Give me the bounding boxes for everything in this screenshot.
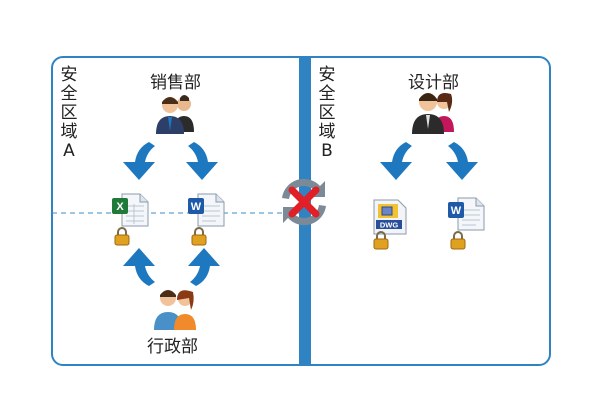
excel-file-icon: X [112, 193, 149, 227]
zone-divider [299, 56, 311, 366]
lock-icon [114, 227, 130, 246]
zone-a-label: 安 全 区 域 A [60, 66, 78, 161]
arrow-down-icon [186, 142, 218, 180]
zone-b-label: 安 全 区 域 B [318, 66, 336, 161]
arrow-down-icon [123, 142, 155, 180]
zone-b-char: 安 [318, 65, 336, 85]
zone-a-char: 全 [60, 84, 78, 104]
zone-b-char: 区 [318, 103, 336, 123]
lock-icon [373, 231, 389, 250]
lock-icon [450, 231, 466, 250]
word-letter: W [191, 201, 202, 213]
zone-b-char: B [321, 141, 333, 161]
design-people-icon [412, 93, 454, 134]
arrow-up-icon [188, 248, 220, 286]
zone-b-char: 域 [318, 122, 336, 142]
lock-icon [191, 227, 207, 246]
word-file-icon: W [188, 193, 225, 227]
zone-a-char: 安 [60, 65, 78, 85]
zone-a-char: 域 [60, 122, 78, 142]
dashed-connector [52, 212, 300, 214]
arrow-up-icon [123, 248, 155, 286]
blocked-sync-icon [282, 178, 326, 226]
sales-dept-label: 销售部 [150, 73, 201, 93]
word-file-icon: W [448, 197, 485, 231]
arrow-down-icon [380, 142, 412, 180]
zone-b-char: 全 [318, 84, 336, 104]
admin-people-icon [154, 290, 196, 330]
dwg-file-icon: DWG [373, 199, 407, 235]
design-dept-label: 设计部 [408, 73, 459, 93]
sales-people-icon [156, 95, 194, 134]
excel-letter: X [116, 201, 124, 213]
dwg-label: DWG [380, 221, 398, 230]
zone-a-char: 区 [60, 103, 78, 123]
word-letter: W [451, 205, 462, 217]
admin-dept-label: 行政部 [147, 337, 198, 357]
arrow-down-icon [446, 142, 478, 180]
zone-a-char: A [63, 141, 75, 161]
